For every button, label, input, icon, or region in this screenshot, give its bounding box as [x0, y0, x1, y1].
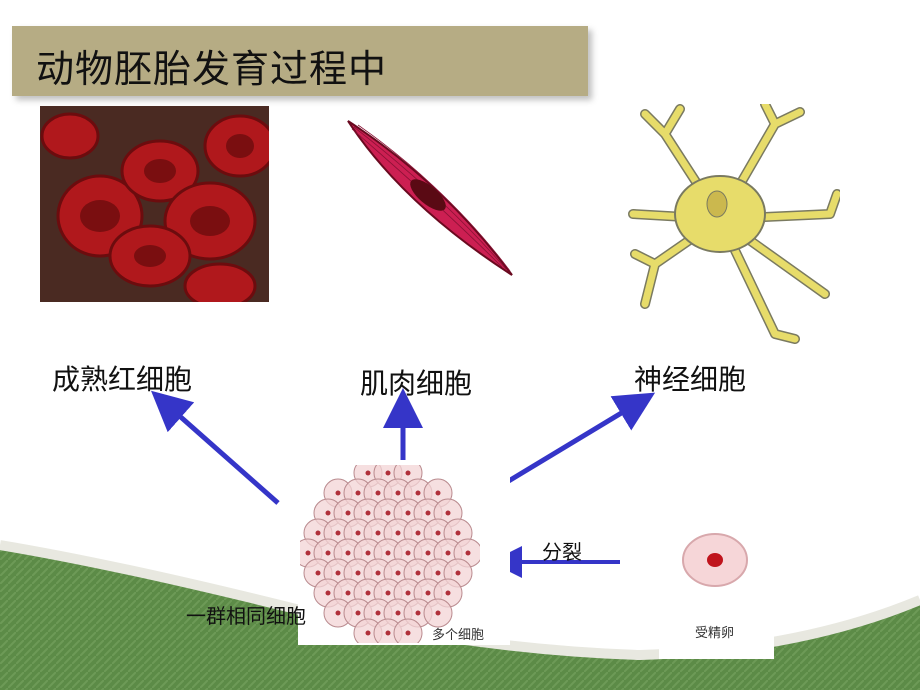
- cluster-cell-nucleus: [345, 590, 351, 596]
- title-bar: 动物胚胎发育过程中: [12, 26, 588, 96]
- cell-cluster-image: [300, 465, 480, 643]
- cluster-cell-nucleus: [375, 610, 381, 616]
- cluster-cell-nucleus: [375, 530, 381, 536]
- cluster-cell-nucleus: [395, 530, 401, 536]
- red-blood-cell-image: [40, 106, 269, 302]
- cluster-cell-nucleus: [455, 530, 461, 536]
- cluster-cell-nucleus: [405, 630, 411, 636]
- cluster-cell-nucleus: [385, 470, 391, 476]
- cluster-cell-nucleus: [345, 510, 351, 516]
- cluster-cell-nucleus: [455, 570, 461, 576]
- cluster-cell-nucleus: [365, 550, 371, 556]
- cluster-cell-nucleus: [375, 570, 381, 576]
- cluster-cell-nucleus: [305, 550, 311, 556]
- nerve-cell-image: [628, 104, 840, 344]
- cluster-cell-nucleus: [315, 530, 321, 536]
- cluster-cell-nucleus: [385, 630, 391, 636]
- cluster-cell-nucleus: [415, 570, 421, 576]
- cluster-cell-nucleus: [405, 590, 411, 596]
- cluster-cell-nucleus: [335, 530, 341, 536]
- cluster-cell-nucleus: [405, 550, 411, 556]
- cluster-cell-nucleus: [425, 510, 431, 516]
- cluster-cell-nucleus: [425, 590, 431, 596]
- cluster-cell-nucleus: [435, 610, 441, 616]
- cluster-cell-nucleus: [365, 470, 371, 476]
- cluster-cell-nucleus: [465, 550, 471, 556]
- cluster-cell-nucleus: [435, 490, 441, 496]
- label-many-cells: 多个细胞: [432, 628, 485, 643]
- label-red-blood-cell: 成熟红细胞: [52, 363, 193, 396]
- cluster-cell-nucleus: [435, 570, 441, 576]
- cluster-cell-nucleus: [355, 530, 361, 536]
- cluster-cell-nucleus: [395, 570, 401, 576]
- arrow-to-nerve: [495, 392, 656, 491]
- zygote-image: [682, 533, 748, 587]
- cluster-cell-nucleus: [365, 590, 371, 596]
- cluster-cell-nucleus: [375, 490, 381, 496]
- cluster-cell-nucleus: [445, 550, 451, 556]
- cluster-cell-nucleus: [345, 550, 351, 556]
- label-zygote: 受精卵: [695, 626, 735, 641]
- cluster-cell-nucleus: [395, 490, 401, 496]
- cluster-cell-nucleus: [405, 470, 411, 476]
- cluster-cell-nucleus: [325, 510, 331, 516]
- cluster-cell-nucleus: [335, 570, 341, 576]
- cluster-cell-nucleus: [335, 490, 341, 496]
- cluster-cell-nucleus: [395, 610, 401, 616]
- muscle-cell-image: [347, 120, 513, 276]
- cluster-cell-nucleus: [355, 490, 361, 496]
- cluster-cell-nucleus: [385, 550, 391, 556]
- label-division: 分裂: [542, 540, 582, 564]
- cluster-cell-nucleus: [355, 570, 361, 576]
- cluster-cell-nucleus: [415, 530, 421, 536]
- cluster-cell-nucleus: [365, 510, 371, 516]
- cluster-cell-nucleus: [385, 590, 391, 596]
- cluster-cell-nucleus: [385, 510, 391, 516]
- cluster-cell-nucleus: [445, 590, 451, 596]
- cluster-cell-nucleus: [435, 530, 441, 536]
- cluster-cell-nucleus: [315, 570, 321, 576]
- cluster-cell-nucleus: [405, 510, 411, 516]
- label-group-cells: 一群相同细胞: [186, 604, 306, 628]
- cluster-cell-nucleus: [325, 590, 331, 596]
- page-title: 动物胚胎发育过程中: [36, 47, 388, 91]
- cluster-cell-nucleus: [325, 550, 331, 556]
- cluster-cell-nucleus: [415, 610, 421, 616]
- cluster-cell-nucleus: [415, 490, 421, 496]
- cluster-cell-nucleus: [365, 630, 371, 636]
- cluster-cell-nucleus: [355, 610, 361, 616]
- cluster-cell-nucleus: [335, 610, 341, 616]
- label-nerve-cell: 神经细胞: [634, 363, 747, 396]
- cluster-cell-nucleus: [445, 510, 451, 516]
- arrow-to-rbc: [151, 390, 280, 505]
- cluster-cell-nucleus: [425, 550, 431, 556]
- zygote-box: 受精卵: [659, 524, 774, 659]
